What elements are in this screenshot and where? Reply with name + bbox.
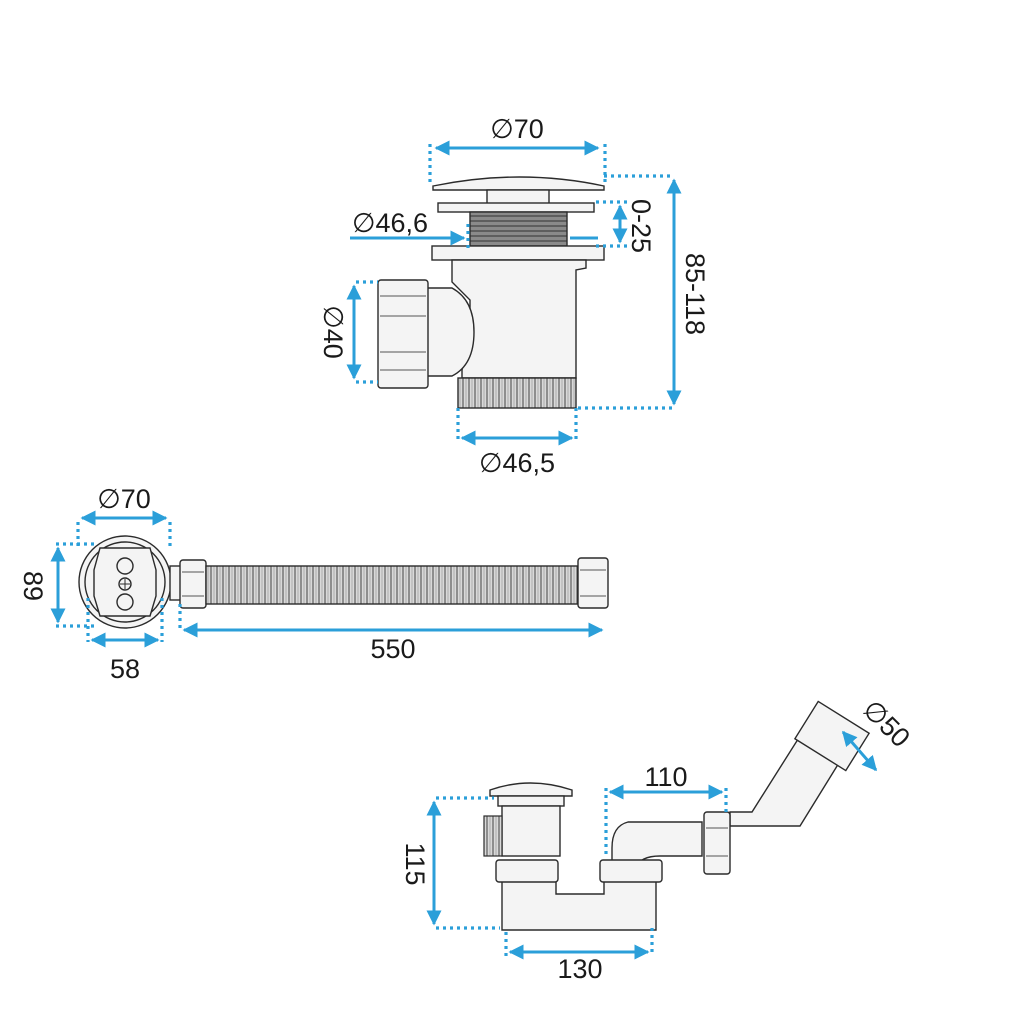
dim-inlet-diameter: ∅40 bbox=[318, 305, 348, 359]
assembly-side-thread bbox=[483, 815, 503, 857]
right-nut bbox=[599, 859, 663, 883]
dim-assembly-outlet-diameter: ∅50 bbox=[857, 694, 916, 753]
dim-line-outlet-diam bbox=[841, 730, 878, 772]
side-elbow bbox=[424, 287, 475, 377]
dim-total-height: 85-118 bbox=[680, 253, 710, 335]
dim-body-height: 89 bbox=[18, 571, 48, 601]
dim-stroke: 0-25 bbox=[626, 199, 656, 253]
dim-cap-diameter: ∅70 bbox=[490, 114, 544, 144]
dim-hose-length: 550 bbox=[370, 634, 415, 664]
inlet-nut bbox=[377, 279, 429, 389]
elbow-nut bbox=[703, 811, 731, 875]
corrugated-hose bbox=[205, 565, 579, 605]
dim-spacing: 130 bbox=[557, 954, 602, 984]
drain-cap bbox=[432, 176, 605, 191]
left-nut bbox=[495, 859, 559, 883]
cap-stem bbox=[486, 189, 550, 205]
upper-flange bbox=[437, 202, 595, 213]
outlet-thread bbox=[457, 377, 577, 409]
hose-nut-left bbox=[179, 559, 207, 609]
dim-elbow-length: 110 bbox=[644, 762, 687, 792]
dim-assembly-height: 115 bbox=[400, 842, 430, 885]
lower-flange bbox=[431, 245, 605, 261]
hose-nut-right bbox=[577, 557, 609, 609]
dim-outlet-diameter: ∅46,5 bbox=[479, 448, 555, 478]
assembly-side-view: 115 130 110 ∅50 bbox=[400, 694, 916, 984]
assembly-cap bbox=[489, 782, 573, 797]
dim-body-width: 58 bbox=[110, 654, 140, 684]
trap-elevation-view: ∅70 ∅46,6 0-25 85-118 ∅40 ∅46,5 bbox=[318, 114, 710, 478]
dim-stem-diameter: ∅46,6 bbox=[352, 208, 428, 238]
hose-top-view: ∅70 89 58 550 bbox=[18, 484, 609, 684]
dim-top-cap-diameter: ∅70 bbox=[97, 484, 151, 514]
threaded-stem bbox=[469, 211, 568, 247]
